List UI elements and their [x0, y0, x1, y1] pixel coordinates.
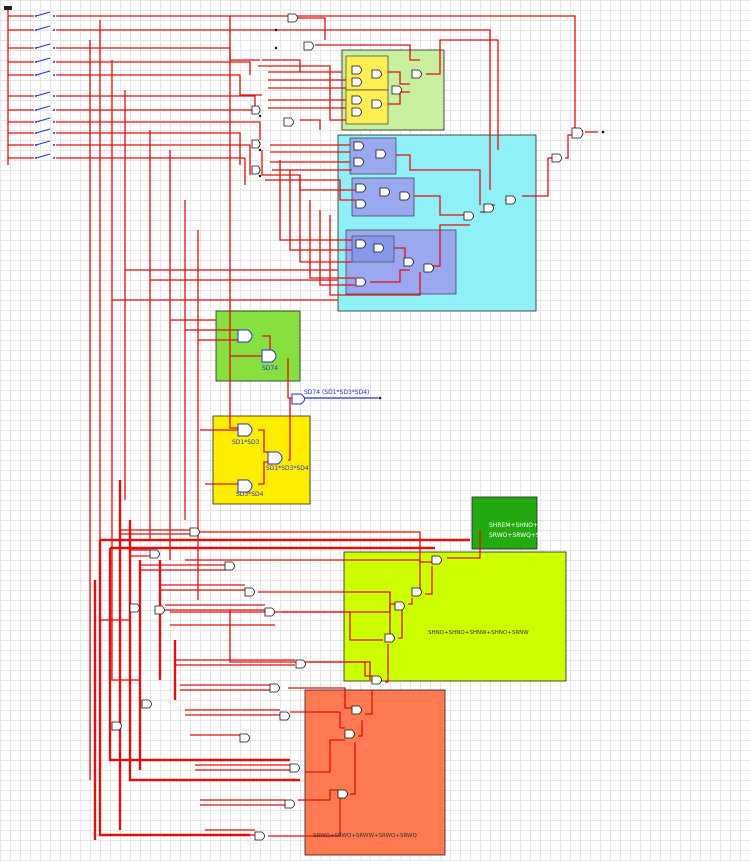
sub-yellow-2: [345, 89, 389, 125]
output-label-sd74-equation: SD74 (SD1*SD3*SD4): [304, 389, 369, 396]
yellow-label-bot: SD3*SD4: [236, 491, 264, 498]
wires-bottom: [93, 480, 481, 840]
yellow-label-mid: SD1*SD3*SD4: [266, 465, 309, 472]
yellow-label-top: SD1*SD3: [232, 439, 260, 446]
region-lime: [343, 551, 567, 682]
dark-green-equation-line-2: SRWO+SRWQ+SRWW+SRWQ+SRNQ: [489, 532, 601, 539]
junction-dots: [258, 28, 605, 400]
lime-equation: SHNO+SHNO+SHNW+SHNO+SRNW: [428, 630, 529, 636]
region-yellow: [212, 415, 311, 505]
input-switches[interactable]: [4, 6, 55, 159]
dark-green-equation-line-1: SHREM+SHNO+SHNW+SHNQ+SRNW+: [489, 522, 608, 529]
orange-equation: SRWQ+SRWQ+SRWW+SRWQ+SRWQ: [313, 833, 417, 839]
logic-gates[interactable]: [111, 13, 584, 841]
green-label-out: SD74: [262, 365, 278, 372]
region-dark-green: [471, 496, 538, 550]
